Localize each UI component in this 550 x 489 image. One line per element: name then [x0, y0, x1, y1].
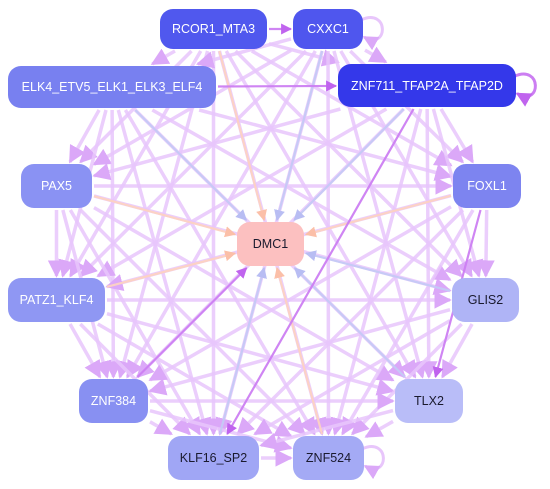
edge-rcor1-to-elk4 [150, 48, 176, 66]
edge-pax5-to-dmc1 [93, 195, 237, 238]
edge-znf524-to-dmc1 [274, 266, 324, 435]
node-znf524[interactable]: ZNF524 [293, 436, 364, 480]
node-patz1[interactable]: PATZ1_KLF4 [8, 278, 105, 322]
node-label: PATZ1_KLF4 [19, 293, 94, 307]
edge-tlx2-to-klf16 [259, 408, 394, 450]
edge-znf711-to-pax5 [92, 107, 341, 181]
node-dmc1[interactable]: DMC1 [237, 222, 304, 266]
edge-cxxc1-to-znf384 [125, 50, 317, 379]
node-tlx2[interactable]: TLX2 [395, 379, 463, 423]
edge-cxxc1-to-dmc1 [274, 50, 324, 222]
node-glis2[interactable]: GLIS2 [452, 278, 519, 322]
edge-cxxc1-to-znf711 [364, 46, 388, 64]
edge-pax5-to-tlx2 [93, 206, 395, 382]
node-label: ZNF384 [90, 394, 137, 408]
node-label: GLIS2 [467, 293, 504, 307]
node-pax5[interactable]: PAX5 [21, 164, 92, 208]
edge-patz1-to-tlx2 [106, 312, 395, 396]
edge-glis2-to-dmc1 [304, 250, 451, 292]
edge-znf711-to-dmc1 [293, 108, 405, 221]
edge-klf16-to-dmc1 [218, 266, 267, 435]
edge-znf711-to-klf16 [226, 108, 415, 435]
node-label: DMC1 [252, 237, 289, 251]
node-label: ELK4_ETV5_ELK1_ELK3_ELF4 [21, 80, 203, 94]
node-znf384[interactable]: ZNF384 [79, 379, 148, 423]
edge-znf384-to-dmc1 [136, 267, 248, 378]
node-label: ZNF711_TFAP2A_TFAP2D [351, 78, 503, 93]
edge-elk4-to-znf524 [123, 109, 317, 436]
edge-glis2-to-klf16 [253, 319, 451, 436]
node-label: FOXL1 [467, 179, 507, 193]
node-cxxc1[interactable]: CXXC1 [293, 9, 363, 49]
edge-elk4-to-dmc1 [134, 109, 248, 221]
node-znf711[interactable]: ZNF711_TFAP2A_TFAP2D [338, 64, 516, 107]
node-foxl1[interactable]: FOXL1 [453, 164, 521, 208]
node-elk4[interactable]: ELK4_ETV5_ELK1_ELK3_ELF4 [8, 66, 216, 108]
edge-foxl1-to-dmc1 [304, 194, 452, 238]
edge-tlx2-to-znf524 [364, 419, 394, 439]
node-label: PAX5 [40, 179, 73, 193]
edge-znf711-to-foxl1 [439, 108, 475, 164]
edge-znf384-to-klf16 [149, 418, 173, 436]
edge-cxxc1-to-patz1 [79, 49, 308, 278]
node-label: CXXC1 [307, 22, 349, 36]
node-label: ZNF524 [305, 451, 352, 465]
edge-foxl1-to-glis2 [477, 209, 495, 278]
edge-znf711-to-patz1 [96, 107, 388, 278]
self-loop-cxxc1 [360, 16, 384, 51]
edge-glis2-to-tlx2 [440, 323, 474, 379]
edge-elk4-to-pax5 [68, 109, 101, 164]
edge-rcor1-to-dmc1 [218, 50, 267, 222]
edge-rcor1-to-tlx2 [224, 50, 417, 379]
node-rcor1[interactable]: RCOR1_MTA3 [160, 9, 267, 49]
edge-elk4-to-znf711 [217, 80, 338, 92]
edge-patz1-to-dmc1 [106, 250, 237, 288]
node-label: KLF16_SP2 [179, 451, 248, 465]
node-label: TLX2 [414, 394, 444, 408]
edge-cxxc1-to-elk4 [195, 37, 292, 69]
edge-patz1-to-znf384 [68, 323, 102, 379]
self-loop-znf711 [513, 72, 537, 107]
node-klf16[interactable]: KLF16_SP2 [168, 436, 259, 480]
node-label: RCOR1_MTA3 [171, 22, 256, 36]
self-loop-znf524 [361, 445, 385, 480]
edge-elk4-to-glis2 [151, 108, 452, 282]
edge-foxl1-to-znf384 [148, 205, 452, 382]
